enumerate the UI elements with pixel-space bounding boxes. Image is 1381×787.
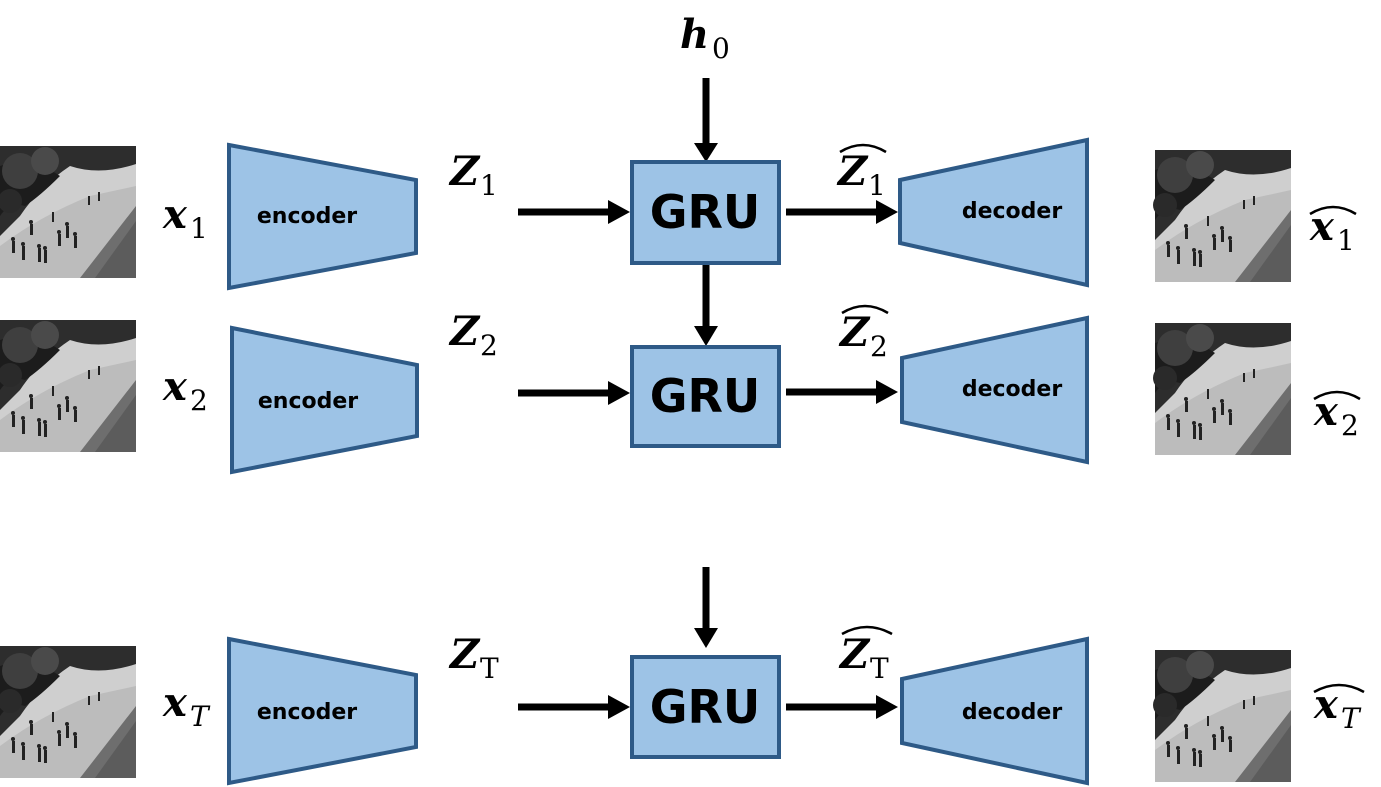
input-sub-x2: 2 xyxy=(190,384,208,417)
gru-cell-1 xyxy=(630,160,781,265)
arrow-gruT-to-decoderT xyxy=(786,695,898,719)
row-2: x 2 encoder Z 2 GRU Z 2 decoder x 2 xyxy=(0,304,1361,475)
arrow-h0-to-gru1 xyxy=(694,78,718,162)
gru-cell-T xyxy=(630,655,781,759)
encoder-2-label: encoder xyxy=(258,389,358,414)
decoder-1-label: decoder xyxy=(962,199,1062,224)
arrow-gru1-to-decoder1 xyxy=(786,200,898,224)
output-label-xT-hat: x T xyxy=(1313,681,1365,735)
latent-hat-sub-zT: T xyxy=(870,652,889,685)
latent-hat-z2-label: Z 2 xyxy=(838,304,889,363)
hat-accent-icon xyxy=(1313,683,1365,694)
arrow-zT-to-gruT xyxy=(518,695,630,719)
encoder-2 xyxy=(230,325,419,475)
latent-hat-symbol-z2: Z xyxy=(838,309,871,356)
row-1: x 1 encoder Z 1 GRU Z 1 decoder x 1 xyxy=(0,137,1357,291)
output-symbol-x1: x xyxy=(1309,203,1335,250)
input-sub-x1: 1 xyxy=(190,212,208,245)
latent-hat-symbol-zT: Z xyxy=(838,631,871,678)
latent-hat-sub-z1: 1 xyxy=(868,169,886,202)
h0-symbol: h xyxy=(680,11,709,58)
encoder-1-label: encoder xyxy=(257,204,357,229)
arrow-z1-to-gru1 xyxy=(518,200,630,224)
input-frame-T-image xyxy=(0,646,136,778)
input-label-xT: x xyxy=(162,679,188,726)
output-label-x1-hat: x 1 xyxy=(1309,203,1357,257)
hat-accent-icon xyxy=(841,625,893,636)
decoder-2 xyxy=(900,315,1089,465)
output-symbol-x2: x xyxy=(1313,388,1339,435)
latent-sub-z1: 1 xyxy=(480,169,498,202)
latent-hat-symbol-z1: Z xyxy=(836,148,869,195)
decoder-T-label: decoder xyxy=(962,700,1062,725)
encoder-T xyxy=(227,636,418,786)
decoder-T xyxy=(900,636,1089,786)
hat-accent-icon xyxy=(1313,390,1361,401)
encoder-T-label: encoder xyxy=(257,700,357,725)
output-label-x2-hat: x 2 xyxy=(1313,388,1361,442)
decoder-1 xyxy=(898,137,1089,288)
input-label-x1: x xyxy=(162,191,188,238)
gru-cell-1-label: GRU xyxy=(650,185,761,239)
latent-label-zT: Z xyxy=(448,631,481,678)
output-frame-T-image xyxy=(1153,650,1291,782)
output-symbol-xT: x xyxy=(1313,681,1339,728)
latent-label-z1: Z xyxy=(448,148,481,195)
input-frame-2-image xyxy=(0,320,136,452)
arrow-gru1-to-gru2 xyxy=(694,265,718,346)
input-sub-xT: T xyxy=(190,700,211,733)
output-frame-1-image xyxy=(1153,150,1291,282)
latent-label-z2: Z xyxy=(448,308,481,355)
arrow-z2-to-gru2 xyxy=(518,381,630,405)
latent-sub-z2: 2 xyxy=(480,329,498,362)
decoder-2-label: decoder xyxy=(962,377,1062,402)
latent-sub-zT: T xyxy=(480,652,499,685)
row-T: x T encoder Z T GRU Z T decoder x T xyxy=(0,625,1365,786)
h0-subscript: 0 xyxy=(712,32,730,65)
encoder-1 xyxy=(227,142,418,291)
gru-cell-2-label: GRU xyxy=(650,369,761,423)
arrow-into-gruT xyxy=(694,567,718,648)
initial-hidden-state-label: h 0 xyxy=(680,11,730,65)
output-sub-xT: T xyxy=(1341,702,1362,735)
arrow-gru2-to-decoder2 xyxy=(786,380,898,404)
gru-cell-2 xyxy=(630,345,781,448)
output-frame-2-image xyxy=(1153,323,1291,455)
input-label-x2: x xyxy=(162,363,188,410)
latent-hat-z1-label: Z 1 xyxy=(836,143,887,202)
output-sub-x1: 1 xyxy=(1337,224,1355,257)
latent-hat-zT-label: Z T xyxy=(838,625,893,685)
hat-accent-icon xyxy=(841,304,889,315)
input-frame-1-image xyxy=(0,146,136,278)
output-sub-x2: 2 xyxy=(1341,409,1359,442)
latent-hat-sub-z2: 2 xyxy=(870,330,888,363)
hat-accent-icon xyxy=(1309,205,1357,216)
gru-cell-T-label: GRU xyxy=(650,680,761,734)
hat-accent-icon xyxy=(839,143,887,154)
